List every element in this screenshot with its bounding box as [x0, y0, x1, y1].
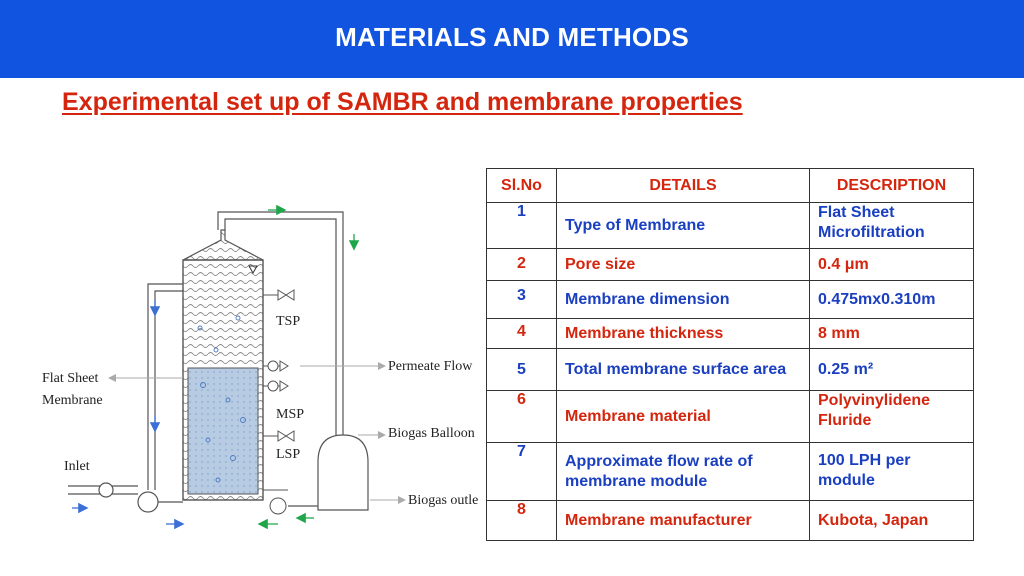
row-number: 7	[486, 442, 557, 501]
row-number: 5	[486, 348, 557, 391]
label-msp: MSP	[276, 407, 304, 422]
slide-subtitle: Experimental set up of SAMBR and membran…	[62, 88, 743, 116]
row-detail: Membrane material	[556, 390, 810, 443]
row-number: 8	[486, 500, 557, 541]
label-inlet: Inlet	[64, 459, 90, 474]
table-row: 4 Membrane thickness 8 mm	[486, 318, 974, 349]
table-row: 5 Total membrane surface area 0.25 m²	[486, 348, 974, 391]
row-detail: Type of Membrane	[556, 202, 810, 249]
label-biogas-outlet: Biogas outlet	[408, 493, 478, 508]
table-row: 7 Approximate flow rate of membrane modu…	[486, 442, 974, 501]
row-detail: Pore size	[556, 248, 810, 281]
table-header-row: Sl.No DETAILS DESCRIPTION	[486, 168, 974, 203]
label-tsp: TSP	[276, 314, 300, 329]
sambr-setup-diagram: TSP MSP LSP Flat Sheet Membrane Inlet Pe…	[42, 204, 478, 530]
row-number: 4	[486, 318, 557, 349]
membrane-properties-table: Sl.No DETAILS DESCRIPTION 1 Type of Memb…	[486, 168, 974, 541]
label-biogas-balloon: Biogas Balloon	[388, 426, 475, 441]
page-title: MATERIALS AND METHODS	[335, 22, 689, 52]
table-row: 3 Membrane dimension 0.475mx0.310m	[486, 280, 974, 319]
label-permeate: Permeate Flow	[388, 359, 473, 374]
sampling-valves	[263, 289, 295, 515]
header-slno: Sl.No	[486, 168, 557, 203]
row-number: 1	[486, 202, 557, 249]
table-row: 2 Pore size 0.4 μm	[486, 248, 974, 281]
pointer-lines	[108, 362, 406, 504]
row-description: Kubota, Japan	[809, 500, 974, 541]
row-detail: Membrane thickness	[556, 318, 810, 349]
row-number: 6	[486, 390, 557, 443]
row-description: Polyvinylidene Fluride	[809, 390, 974, 443]
row-description: 0.475mx0.310m	[809, 280, 974, 319]
row-detail: Membrane dimension	[556, 280, 810, 319]
header-details: DETAILS	[556, 168, 810, 203]
row-detail: Total membrane surface area	[556, 348, 810, 391]
row-description: 100 LPH per module	[809, 442, 974, 501]
row-description: Flat Sheet Microfiltration	[809, 202, 974, 249]
membrane-bubbles	[197, 315, 246, 483]
header-banner: MATERIALS AND METHODS	[0, 0, 1024, 78]
label-flat-sheet: Flat Sheet	[42, 371, 98, 386]
label-membrane: Membrane	[42, 393, 103, 408]
table-row: 1 Type of Membrane Flat Sheet Microfiltr…	[486, 202, 974, 249]
row-description: 0.4 μm	[809, 248, 974, 281]
row-number: 2	[486, 248, 557, 281]
row-detail: Approximate flow rate of membrane module	[556, 442, 810, 501]
row-number: 3	[486, 280, 557, 319]
row-description: 0.25 m²	[809, 348, 974, 391]
table-row: 8 Membrane manufacturer Kubota, Japan	[486, 500, 974, 541]
label-lsp: LSP	[276, 447, 300, 462]
reactor-vessel	[182, 229, 264, 501]
biogas-balloon	[288, 434, 369, 511]
row-description: 8 mm	[809, 318, 974, 349]
row-detail: Membrane manufacturer	[556, 500, 810, 541]
table-row: 6 Membrane material Polyvinylidene Fluri…	[486, 390, 974, 443]
header-description: DESCRIPTION	[809, 168, 974, 203]
flow-arrows	[72, 204, 360, 530]
